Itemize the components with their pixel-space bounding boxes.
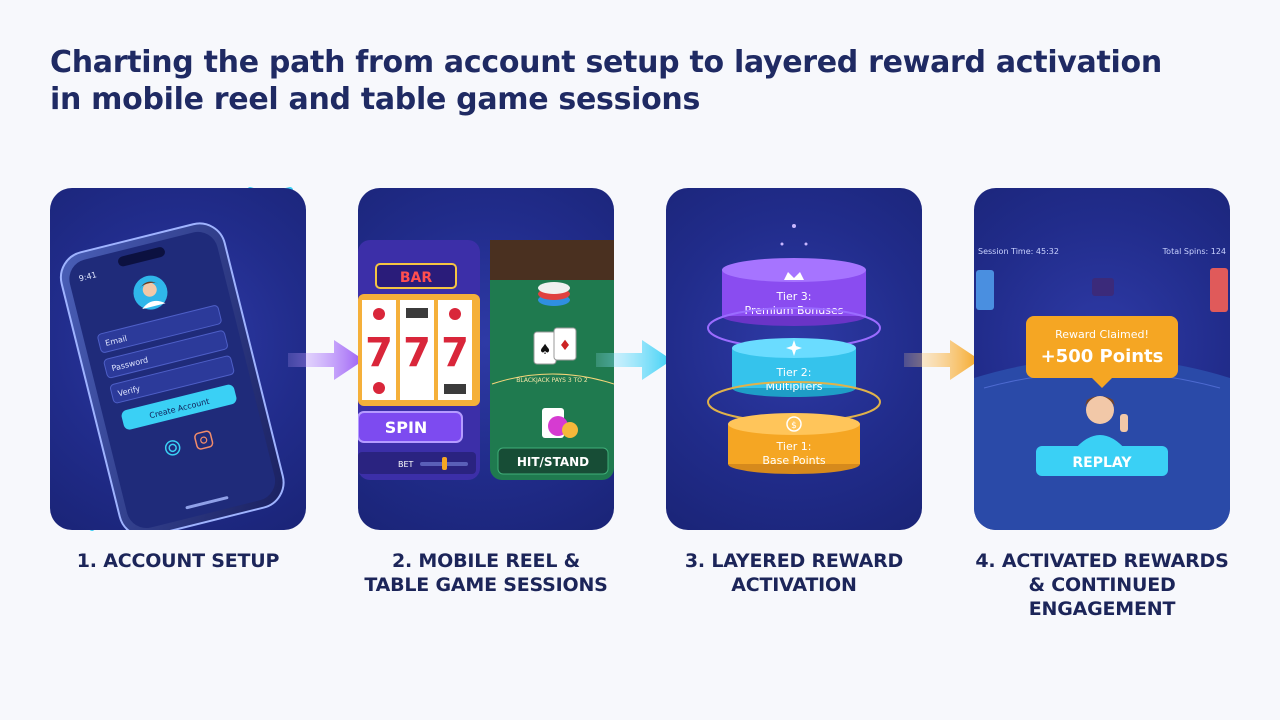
panel-account-setup: 9:41 Email Password Verify (50, 188, 306, 530)
svg-text:Base Points: Base Points (762, 454, 826, 467)
coin-icon: $ (786, 416, 802, 432)
crown-icon (784, 272, 804, 280)
slot-reels: 7 7 7 (362, 300, 472, 400)
svg-text:Premium Bonuses: Premium Bonuses (745, 304, 844, 317)
password-field[interactable]: Password (103, 330, 228, 379)
panel-game-sessions: BAR 7 7 7 SPIN BET (358, 188, 614, 530)
chip-icon (542, 408, 578, 438)
chip-stack-icon (538, 282, 570, 306)
title-line-2: in mobile reel and table game sessions (50, 82, 701, 117)
replay-button[interactable]: REPLAY (1036, 446, 1168, 476)
sparkle-icon (786, 340, 802, 356)
email-field[interactable]: Email (97, 305, 222, 353)
svg-text:$: $ (791, 421, 797, 431)
svg-text:Tier 3:: Tier 3: (776, 290, 812, 303)
svg-text:♦: ♦ (559, 338, 572, 354)
svg-text:SPIN: SPIN (385, 418, 428, 437)
tier-1-base-points: $ Tier 1: Base Points (728, 413, 860, 474)
svg-text:+500 Points: +500 Points (1041, 346, 1164, 367)
svg-text:BLACKJACK PAYS 3 TO 2: BLACKJACK PAYS 3 TO 2 (516, 377, 588, 384)
fingerprint-icon[interactable] (164, 439, 181, 456)
reward-claimed-bubble: Reward Claimed! +500 Points (1026, 316, 1178, 388)
svg-text:BAR: BAR (400, 270, 433, 286)
svg-text:BET: BET (398, 460, 414, 469)
tier-3-premium-bonuses: Tier 3: Premium Bonuses (722, 258, 866, 326)
tier-2-multipliers: Tier 2: Multipliers (732, 338, 856, 397)
svg-text:Reward Claimed!: Reward Claimed! (1055, 328, 1149, 341)
step-4-label: 4. ACTIVATED REWARDS & CONTINUED ENGAGEM… (975, 550, 1229, 620)
arrow-step-1-to-2 (288, 340, 364, 380)
step-3-label: 3. LAYERED REWARD ACTIVATION (684, 550, 904, 596)
arrow-step-3-to-4 (904, 340, 980, 380)
svg-text:Tier 2:: Tier 2: (776, 366, 812, 379)
svg-text:9:41: 9:41 (78, 270, 98, 283)
chip-stack-icon (976, 268, 1228, 312)
panel-activated-rewards: Session Time: 45:32 Total Spins: 124 Rew… (974, 188, 1230, 530)
session-time: Session Time: 45:32 (978, 247, 1059, 256)
step-1-label: 1. ACCOUNT SETUP (76, 550, 280, 572)
svg-text:Tier 1:: Tier 1: (776, 440, 812, 453)
page-title: Charting the path from account setup to … (50, 44, 1200, 118)
bet-slider[interactable] (420, 457, 468, 470)
step-2-label: 2. MOBILE REEL & TABLE GAME SESSIONS (364, 550, 608, 596)
svg-text:REPLAY: REPLAY (1072, 455, 1132, 471)
panel-layered-rewards: Tier 3: Premium Bonuses Tier 2: Multipli… (666, 188, 922, 530)
svg-text:♠: ♠ (539, 342, 552, 358)
verify-field[interactable]: Verify (110, 355, 235, 404)
title-line-1: Charting the path from account setup to … (50, 45, 1162, 80)
hit-stand-button[interactable]: HIT/STAND (497, 447, 609, 475)
spin-button[interactable]: SPIN (358, 411, 463, 443)
face-id-icon[interactable] (194, 430, 214, 450)
arrow-step-2-to-3 (596, 340, 672, 380)
svg-text:7: 7 (403, 330, 431, 376)
bar-sign: BAR (375, 263, 457, 289)
svg-text:HIT/STAND: HIT/STAND (517, 455, 589, 469)
total-spins: Total Spins: 124 (1162, 247, 1226, 256)
playing-cards-icon: ♠ ♦ (533, 327, 577, 365)
avatar-icon (133, 275, 168, 310)
svg-text:7: 7 (441, 330, 469, 376)
svg-text:7: 7 (365, 330, 393, 376)
